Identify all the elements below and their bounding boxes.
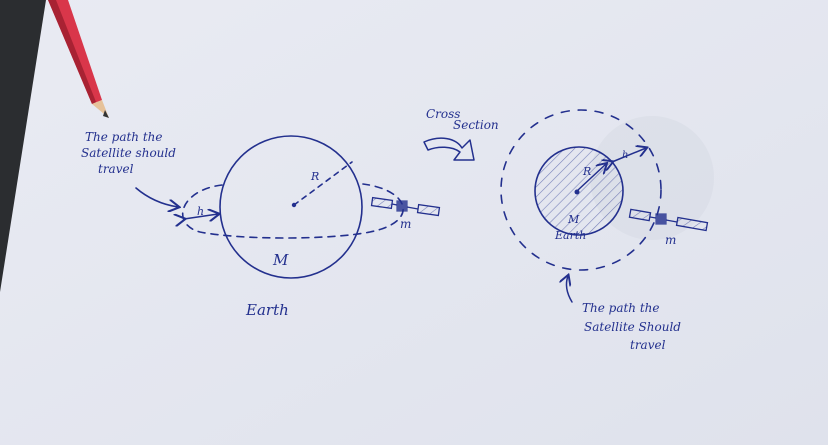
path-label-left-line2: Satellite should: [81, 146, 176, 160]
path-label-left-line3: travel: [98, 162, 134, 176]
cross-section-label-line2: Section: [453, 118, 499, 132]
cross-section-label-line1: Cross: [426, 107, 460, 121]
cross-section-arrow: [423, 137, 475, 161]
orbit-path-right: [500, 109, 662, 271]
m-label-right: m: [665, 233, 676, 247]
h-label-right: h: [622, 150, 628, 161]
center-dot-left: [291, 202, 297, 208]
path-label-right-line1: The path the: [582, 301, 660, 315]
path-label-right-line3: travel: [630, 338, 666, 352]
label-arrow-left: [135, 187, 178, 207]
path-label-left-line1: The path the: [85, 130, 163, 144]
m-label-left: m: [400, 217, 411, 231]
radius-line-left: [293, 161, 353, 206]
orbit-path-left: [181, 183, 404, 239]
satellite-left: [370, 196, 441, 217]
label-arrow-right: [566, 276, 573, 303]
satellite-right: [628, 208, 709, 232]
path-label-right-line2: Satellite Should: [584, 320, 681, 334]
h-arrow-left: [184, 214, 218, 219]
center-dot-right: [574, 189, 580, 195]
M-label-left: M: [272, 251, 289, 269]
h-arrow-right: [612, 148, 646, 162]
R-label-right: R: [582, 165, 591, 178]
R-label-left: R: [310, 170, 319, 183]
M-label-right: M: [567, 213, 580, 226]
pencil: [48, 0, 109, 118]
radius-arrow-right: [577, 164, 606, 191]
earth-label-right: Earth: [554, 229, 586, 242]
earth-circle-left: [219, 135, 363, 279]
earth-label-left: Earth: [245, 301, 289, 319]
h-label-left: h: [197, 205, 204, 218]
